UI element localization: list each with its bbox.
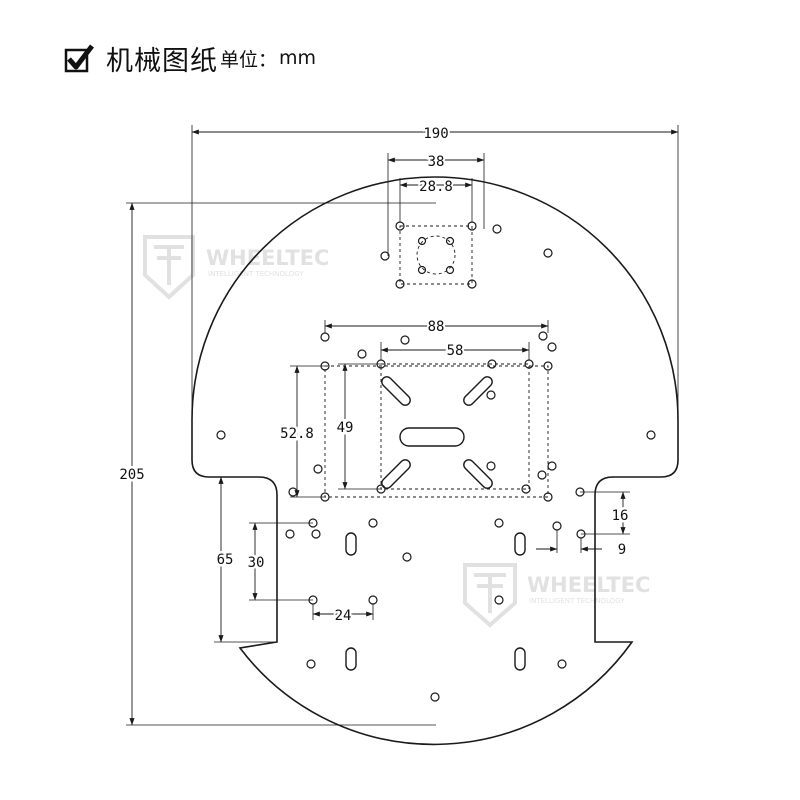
dim-left-hole-horizontal: 24 xyxy=(335,608,352,624)
dim-mid-inner-width: 58 xyxy=(447,343,464,359)
mounting-holes xyxy=(216,221,656,702)
dim-top-outer-span: 38 xyxy=(428,154,445,170)
wheeltec-logo-icon xyxy=(143,235,195,300)
dim-overall-height: 205 xyxy=(119,467,144,483)
extension-lines xyxy=(126,125,679,726)
dim-left-hole-vertical: 30 xyxy=(248,555,265,571)
page-header: 机械图纸 单位： mm xyxy=(64,38,316,78)
slots xyxy=(345,376,526,671)
dim-right-hole-vertical: 16 xyxy=(612,508,629,524)
watermark-brand: WHEELTEC xyxy=(527,573,650,597)
dim-mid-outer-width: 88 xyxy=(428,319,445,335)
dimension-labels: 190 38 28.8 88 58 52.8 49 205 65 30 24 1… xyxy=(117,124,631,626)
unit-value: mm xyxy=(279,47,317,69)
unit-label: 单位： xyxy=(220,48,278,71)
dashed-outlines xyxy=(324,225,549,498)
dim-top-inner-span: 28.8 xyxy=(419,179,453,195)
page-title: 机械图纸 xyxy=(106,45,218,77)
dim-mid-inner-height: 49 xyxy=(337,420,354,436)
checkbox-checked-icon xyxy=(64,43,94,73)
dim-left-notch-height: 65 xyxy=(217,552,234,568)
dim-mid-outer-height: 52.8 xyxy=(280,426,314,442)
watermark-brand: WHEELTEC xyxy=(206,246,329,270)
dim-right-hole-horizontal: 9 xyxy=(618,542,626,558)
watermark-lower: WHEELTEC INTELLIGENT TECHNOLOGY xyxy=(463,563,650,628)
watermark-upper: WHEELTEC INTELLIGENT TECHNOLOGY xyxy=(143,235,329,300)
watermark-tagline: INTELLIGENT TECHNOLOGY xyxy=(529,597,625,605)
plate-outline xyxy=(191,176,679,746)
wheeltec-logo-icon xyxy=(463,563,517,628)
watermark-tagline: INTELLIGENT TECHNOLOGY xyxy=(208,270,304,278)
dim-overall-width: 190 xyxy=(423,126,448,142)
dimension-lines xyxy=(129,129,679,726)
